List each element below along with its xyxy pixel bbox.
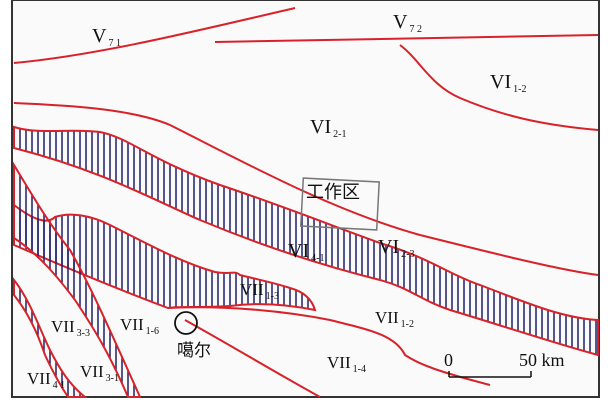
hatched-band-vii31 [13, 161, 142, 398]
scale-bar [448, 371, 532, 378]
work-area-box [300, 177, 380, 231]
town-marker-icon [174, 311, 198, 335]
town-label: 噶尔 [177, 341, 211, 361]
hatched-band-vii41 [13, 277, 88, 398]
scale-end-label: 50 km [519, 350, 565, 370]
scale-start-label: 0 [444, 350, 453, 370]
hatched-band-vi41 [13, 125, 599, 357]
boundary-lines [13, 7, 599, 398]
work-area-label: 工作区 [306, 182, 360, 203]
